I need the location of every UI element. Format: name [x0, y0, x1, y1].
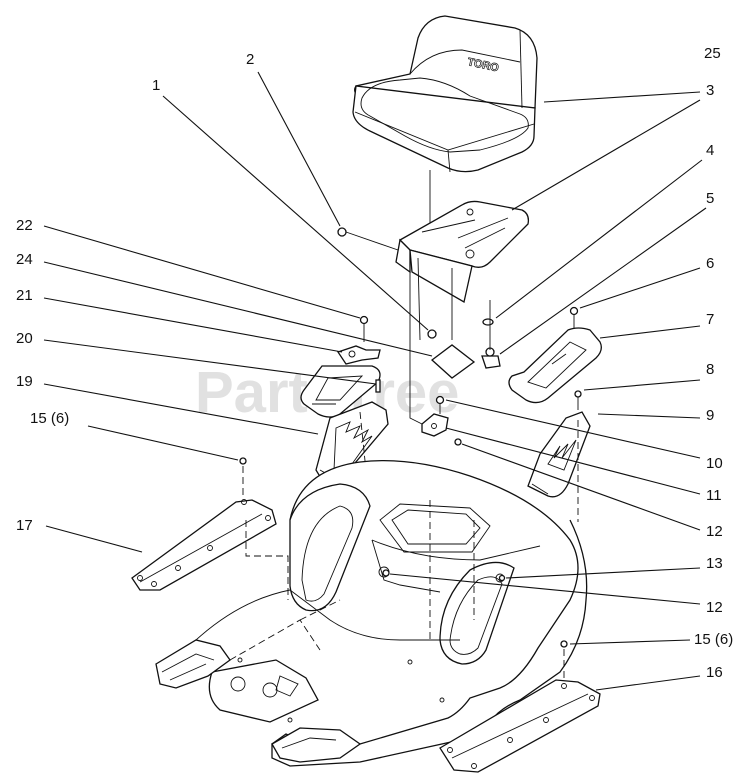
boot-guide	[359, 411, 369, 491]
callout-1: 1	[152, 77, 160, 94]
plate-16[interactable]	[439, 679, 601, 773]
callout-20: 20	[16, 330, 33, 347]
plunger-8[interactable]	[574, 390, 582, 410]
callout-16: 16	[706, 664, 723, 681]
callout-6: 6	[706, 255, 714, 272]
plate-17-guide	[245, 520, 289, 600]
bracket-guide-lines	[417, 257, 453, 341]
seat-bracket[interactable]	[395, 200, 530, 304]
nut-1[interactable]	[427, 329, 437, 339]
callout-2: 2	[246, 51, 254, 68]
callout-12b: 12	[706, 599, 723, 616]
callout-4: 4	[706, 142, 714, 159]
callouts: 1 2 3 4 5 6 7 8 9 10 11 12 12 13 15 (6) …	[16, 45, 733, 681]
pin-20a[interactable]	[375, 379, 381, 393]
callout-17: 17	[16, 517, 33, 534]
callout-5: 5	[706, 190, 714, 207]
plunger-6[interactable]	[569, 306, 579, 331]
callout-22: 22	[16, 217, 33, 234]
boot-9[interactable]	[527, 411, 591, 498]
bolt-2[interactable]	[337, 227, 399, 251]
plunger-22[interactable]	[359, 315, 369, 343]
callout-7: 7	[706, 311, 714, 328]
callout-25: 25	[704, 45, 721, 62]
bracket-11[interactable]	[421, 413, 449, 437]
fender-body[interactable]	[155, 460, 588, 767]
callout-10: 10	[706, 455, 723, 472]
seat[interactable]: TORO	[352, 15, 538, 173]
callout-9: 9	[706, 407, 714, 424]
callout-21: 21	[16, 287, 33, 304]
callout-15a: 15 (6)	[30, 410, 69, 427]
cover-plate-20[interactable]	[300, 365, 381, 418]
lever-21[interactable]	[336, 345, 381, 365]
callout-13: 13	[706, 555, 723, 572]
rod-line	[409, 272, 423, 425]
callout-3: 3	[706, 82, 714, 99]
callout-11: 11	[706, 487, 722, 504]
callout-12a: 12	[706, 523, 723, 540]
fastener-13[interactable]	[498, 574, 506, 582]
callout-8: 8	[706, 361, 714, 378]
plate-17[interactable]	[131, 499, 277, 591]
screw-15-left[interactable]	[239, 457, 247, 498]
screw-10[interactable]	[435, 395, 445, 415]
cover-plate-7[interactable]	[508, 327, 602, 404]
leader-lines	[43, 71, 707, 691]
callout-24: 24	[16, 251, 33, 268]
nut-12-lower[interactable]	[382, 569, 390, 577]
pad-24[interactable]	[430, 344, 476, 379]
knob-5[interactable]	[481, 347, 501, 369]
screw-15-right[interactable]	[560, 640, 568, 682]
washer-4[interactable]	[482, 318, 494, 326]
callout-19: 19	[16, 373, 33, 390]
nut-12-upper[interactable]	[454, 438, 462, 446]
callout-15b: 15 (6)	[694, 631, 733, 648]
